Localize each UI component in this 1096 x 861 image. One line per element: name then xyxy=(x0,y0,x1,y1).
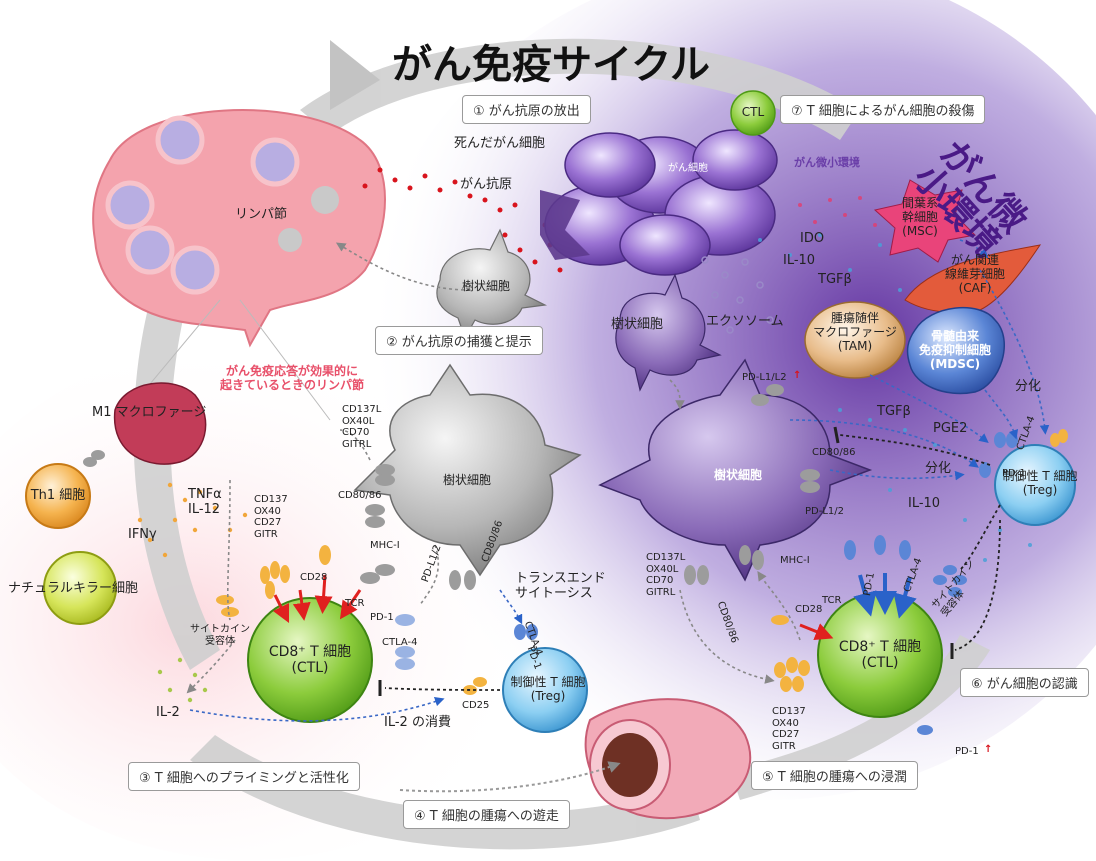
cytokine-dots-orange xyxy=(137,482,248,558)
tam-cell xyxy=(804,301,906,379)
ctla4-left-label: CTLA-4 xyxy=(382,637,418,648)
dc-top-cell xyxy=(436,228,548,340)
ctl-small-label: CTL xyxy=(741,105,765,119)
cd28-left-label: CD28 xyxy=(300,572,328,583)
cancer-antigen-label: がん抗原 xyxy=(460,177,513,192)
tgfb-mid-label: TGFβ xyxy=(877,404,911,419)
msc-label: 間葉系 幹細胞 (MSC) xyxy=(901,196,939,238)
ifn-gamma-label: IFNγ xyxy=(128,527,157,542)
pdl12-right-label: PD-L1/2 xyxy=(805,506,845,517)
mhc-right-label: MHC-I xyxy=(780,555,810,566)
flow-arrows-dotted xyxy=(186,242,801,694)
blood-vessel xyxy=(399,698,752,820)
cd80-right-1-label: CD80/86 xyxy=(812,447,856,458)
il2-consumption-label: IL-2 の消費 xyxy=(384,715,451,730)
tnf-il12-label: TNFα IL-12 xyxy=(188,487,222,517)
nk-cell-label: ナチュラルキラー細胞 xyxy=(8,581,139,596)
mdsc-label: 骨髄由来 免疫抑制細胞 (MDSC) xyxy=(918,329,992,371)
dc-right-label: 樹状細胞 xyxy=(713,468,763,482)
step-7-label: ⑦ T 細胞によるがん細胞の殺傷 xyxy=(780,95,986,124)
treg-right-label: 制御性 T 細胞 (Treg) xyxy=(1002,469,1078,497)
ligands-left-label: CD137L OX40L CD70 GITRL xyxy=(342,404,382,450)
cd25-label: CD25 xyxy=(462,700,490,711)
suppression-lines xyxy=(384,434,1001,691)
pd1-treg-right-label: PD-1 xyxy=(1002,468,1026,479)
tcr-left-label: TCR xyxy=(345,598,365,609)
lymph-node-shape xyxy=(92,109,386,348)
mhc-left-label: MHC-I xyxy=(370,540,400,551)
m1-macrophage-cell xyxy=(113,382,207,465)
nk-cell xyxy=(43,551,117,625)
exosome-label: エクソソーム xyxy=(706,314,784,329)
cytokine-receptor-left-label: サイトカイン 受容体 xyxy=(190,624,250,647)
pge2-label: PGE2 xyxy=(933,421,968,436)
il10-top-label: IL-10 xyxy=(783,253,816,268)
ctl-left-label: CD8⁺ T 細胞 (CTL) xyxy=(268,644,352,677)
costim-left-label: CD137 OX40 CD27 GITR xyxy=(254,494,288,540)
treg-left-cell xyxy=(502,647,588,733)
treg-right-cell xyxy=(994,444,1076,526)
differentiation-label-1: 分化 xyxy=(1015,379,1042,394)
step-6-label: ⑥ がん細胞の認識 xyxy=(960,668,1089,697)
pd1-left-label: PD-1 xyxy=(370,612,394,623)
cancer-cell-cluster xyxy=(540,129,778,276)
caf-label: がん関連 線維芽細胞 (CAF) xyxy=(944,253,1006,295)
activation-arrows-red xyxy=(272,574,834,641)
effective-lymph-node-caption: がん免疫応答が効果的に 起きているときのリンパ節 xyxy=(220,364,365,392)
il2-label: IL-2 xyxy=(156,705,180,720)
th1-label: Th1 細胞 xyxy=(30,488,86,503)
pd1-bottom-label: PD-1 xyxy=(955,746,979,757)
ctl-left-cell xyxy=(247,597,373,723)
dc-left-label: 樹状細胞 xyxy=(442,473,492,487)
ido-label: IDO xyxy=(800,231,825,246)
tcr-right-label: TCR xyxy=(822,595,842,606)
dc-top-label: 樹状細胞 xyxy=(462,279,511,293)
step-5-label: ⑤ T 細胞の腫瘍への浸潤 xyxy=(751,761,918,790)
tam-label: 腫瘍随伴 マクロファージ (TAM) xyxy=(813,311,897,353)
suppression-bars xyxy=(378,426,954,696)
ctl-right-label: CD8⁺ T 細胞 (CTL) xyxy=(838,639,922,672)
pdl1l2-label: PD-L1/L2 xyxy=(742,372,787,383)
cytokine-dots-green xyxy=(157,657,208,703)
pdl-upregulated-icon: ↑ xyxy=(793,370,802,381)
il10-mid-label: IL-10 xyxy=(908,496,941,511)
mdsc-cell xyxy=(906,307,1005,395)
differentiation-label-2: 分化 xyxy=(925,461,952,476)
inhibition-arrows-blue xyxy=(853,573,917,619)
pd1-upregulated-icon: ↑ xyxy=(984,744,993,755)
diagram-title: がん免疫サイクル xyxy=(392,42,710,88)
cancer-cell-label: がん細胞 xyxy=(668,163,708,174)
step-2-label: ② がん抗原の捕獲と提示 xyxy=(375,326,543,355)
dc-right-cell xyxy=(598,358,873,582)
step-3-label: ③ T 細胞へのプライミングと活性化 xyxy=(128,762,360,791)
cd80-left-1-label: CD80/86 xyxy=(338,490,382,501)
lymph-node-label: リンパ節 xyxy=(235,207,288,222)
tgfb-top-label: TGFβ xyxy=(818,272,852,287)
dc-tme-cell xyxy=(615,273,722,392)
cd28-right-label: CD28 xyxy=(795,604,823,615)
ctl-small-cell xyxy=(730,90,776,136)
receptor-shapes xyxy=(83,384,1068,735)
msc-cell xyxy=(873,179,977,263)
transendocytosis-label: トランスエンド サイトーシス xyxy=(515,571,606,601)
dc-left-cell xyxy=(353,363,582,577)
dead-cancer-label: 死んだがん細胞 xyxy=(454,136,546,151)
tme-small-label: がん微小環境 xyxy=(794,156,860,169)
treg-left-label: 制御性 T 細胞 (Treg) xyxy=(510,675,586,703)
dc-tme-label: 樹状細胞 xyxy=(611,317,664,332)
ligands-right-label: CD137L OX40L CD70 GITRL xyxy=(646,552,686,598)
ido-dots xyxy=(798,196,877,227)
th1-cell xyxy=(25,463,91,529)
step-1-label: ① がん抗原の放出 xyxy=(462,95,591,124)
costim-right-label: CD137 OX40 CD27 GITR xyxy=(772,706,806,752)
m1-macrophage-label: M1 マクロファージ xyxy=(92,405,207,420)
step-4-label: ④ T 細胞の腫瘍への遊走 xyxy=(403,800,570,829)
